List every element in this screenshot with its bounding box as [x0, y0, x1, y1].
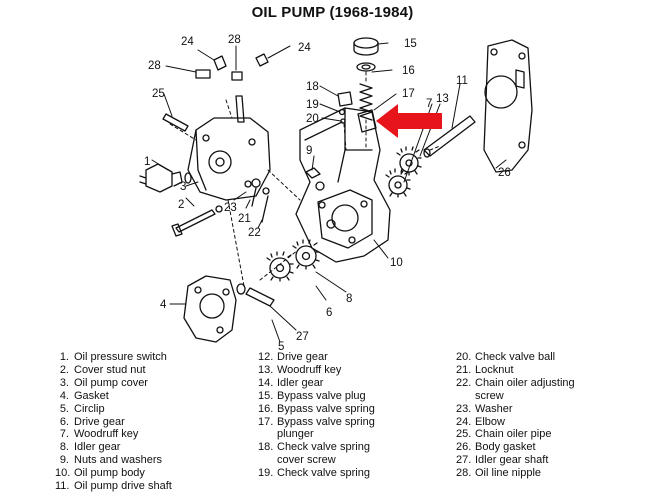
legend-item: 26.Body gasket [456, 441, 536, 454]
legend-item: 28.Oil line nipple [456, 467, 542, 480]
legend-item: 2.Cover stud nut [59, 363, 146, 376]
exploded-parts-diagram: 24 28 24 28 25 1 3 2 23 21 22 15 16 18 1… [139, 34, 533, 350]
legend-item: 12.Drive gear [258, 351, 328, 363]
legend-item: 23.Washer [456, 402, 513, 415]
legend-item: 21.Locknut [456, 363, 514, 376]
callout-13: 13 [436, 93, 449, 105]
legend-item: 5.Circlip [59, 402, 105, 415]
legend-item: 13.Woodruff key [258, 363, 342, 376]
callout-2: 2 [178, 199, 184, 211]
idler-shaft-part [236, 283, 275, 307]
cover-stud-part [171, 205, 223, 237]
callout-22: 22 [248, 227, 261, 239]
highlight-arrow [376, 104, 442, 138]
drive-gear-12-part [396, 146, 422, 176]
callout-23: 23 [224, 202, 237, 214]
chain-oiler-screw-part [251, 178, 270, 223]
gasket-part [183, 275, 237, 343]
elbow-part [195, 53, 269, 81]
legend-item: 17.Bypass valve spring plunger [258, 415, 375, 441]
callout-1: 1 [144, 156, 150, 168]
callout-21: 21 [238, 213, 251, 225]
legend-item: 11.Oil pump drive shaft [55, 480, 172, 493]
callout-17: 17 [402, 88, 415, 100]
plunger-part [357, 109, 377, 133]
callout-5: 5 [278, 341, 284, 350]
callout-28-left: 28 [148, 60, 161, 72]
callout-3: 3 [180, 181, 186, 193]
legend-item: 9.Nuts and washers [59, 454, 163, 467]
callout-8: 8 [346, 293, 352, 305]
callout-15: 15 [404, 38, 417, 50]
chain-oiler-pipe-part [162, 113, 189, 132]
callout-28-top: 28 [228, 34, 241, 46]
legend-item: 24.Elbow [456, 415, 505, 428]
callout-7: 7 [426, 98, 432, 110]
legend-item: 8.Idler gear [59, 441, 121, 454]
legend-item: 3.Oil pump cover [59, 376, 148, 389]
idler-gear-14-part [385, 168, 411, 198]
callout-11: 11 [456, 75, 468, 87]
drive-gear-6-part [266, 251, 294, 282]
legend-item: 6.Drive gear [59, 415, 125, 428]
legend-item: 20.Check valve ball [456, 351, 556, 363]
legend-item: 10.Oil pump body [55, 467, 145, 480]
legend-item: 22.Chain oiler adjusting screw [456, 376, 575, 402]
callout-25: 25 [152, 88, 165, 100]
legend-item: 4.Gasket [59, 389, 109, 402]
legend-column-1: 1.Oil pressure switch 2.Cover stud nut 3… [55, 351, 255, 493]
callout-4: 4 [160, 299, 167, 311]
legend-item: 25.Chain oiler pipe [456, 428, 552, 441]
legend-item: 14.Idler gear [258, 376, 324, 389]
legend-item: 16.Bypass valve spring [258, 402, 375, 415]
legend-item: 1.Oil pressure switch [59, 351, 167, 363]
nuts-washers-part [305, 167, 325, 191]
legend-item: 27.Idler gear shaft [456, 454, 549, 467]
bypass-valve-plug-part [353, 37, 379, 72]
callout-27: 27 [296, 331, 309, 343]
legend-item: 18.Check valve spring cover screw [258, 441, 370, 467]
oil-pump-body-part [295, 107, 391, 263]
legend-item: 19.Check valve spring [258, 467, 370, 480]
body-gasket-part [483, 39, 533, 173]
oil-pump-cover-part [187, 95, 271, 201]
callout-19: 19 [306, 99, 319, 111]
callout-10: 10 [390, 257, 403, 269]
callout-6: 6 [326, 307, 332, 319]
leader-lines [151, 42, 507, 343]
callout-18: 18 [306, 81, 319, 93]
diagram-title: OIL PUMP (1968-1984) [251, 4, 414, 21]
legend-column-2: 12.Drive gear 13.Woodruff key 14.Idler g… [258, 351, 453, 480]
callout-24-left: 24 [181, 36, 194, 48]
legend-column-3: 20.Check valve ball 21.Locknut 22.Chain … [456, 351, 661, 480]
alignment-lines [169, 71, 441, 287]
bypass-valve-spring-part [359, 83, 373, 121]
legend-item: 7.Woodruff key [59, 428, 139, 441]
idler-gear-8-part [292, 239, 320, 270]
callout-20: 20 [306, 113, 319, 125]
legend-item: 15.Bypass valve plug [258, 389, 366, 402]
drive-shaft-part [423, 115, 476, 158]
callout-26: 26 [498, 167, 511, 179]
callout-9: 9 [306, 145, 312, 157]
callout-16: 16 [402, 65, 415, 77]
callout-24-right: 24 [298, 42, 311, 54]
